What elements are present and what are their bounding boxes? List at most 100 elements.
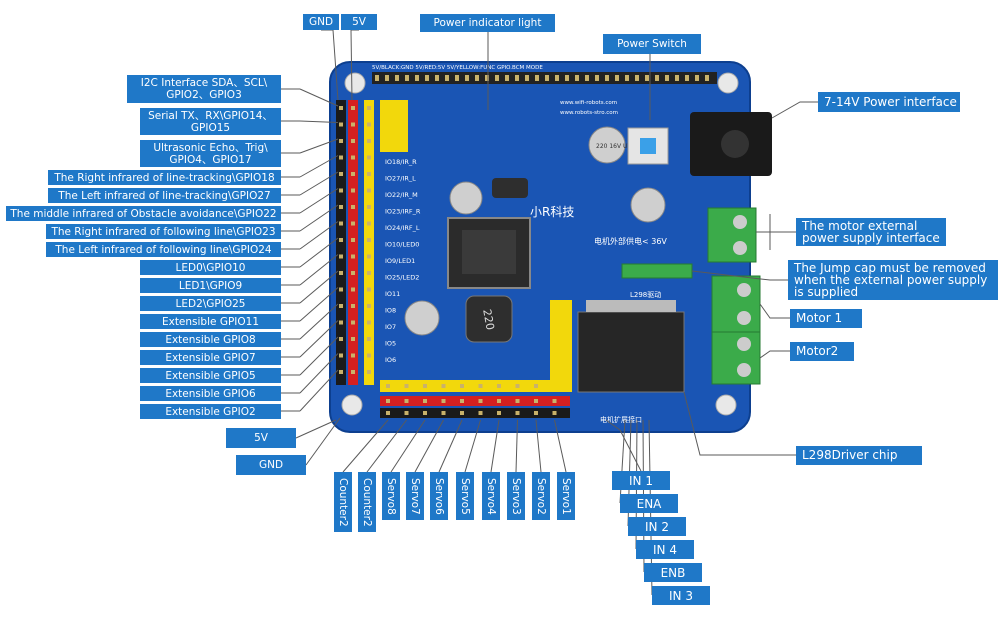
header-pin	[367, 139, 371, 143]
header-pin	[575, 75, 579, 81]
leader-line	[299, 204, 339, 232]
leader-line	[299, 287, 339, 322]
power-switch-label: Power Switch	[603, 34, 701, 54]
bottom-label-servo2: Servo2	[532, 472, 550, 520]
header-pin	[515, 411, 520, 415]
pin-silk-label: IO22/IR_M	[385, 191, 418, 199]
v5-top-label: 5V	[341, 14, 377, 30]
leader-line	[299, 254, 339, 286]
header-pin	[460, 411, 464, 415]
header-pin	[351, 122, 355, 127]
header-pin	[367, 188, 371, 193]
header-pin	[465, 75, 469, 81]
v5-bottom-label: 5V	[226, 428, 296, 448]
header-pin	[395, 75, 399, 81]
pin-silk-label: IO18/IR_R	[385, 158, 417, 166]
left-label-led2: LED2\GPIO25	[140, 296, 281, 311]
capacitor	[588, 126, 626, 164]
leader-line	[299, 353, 339, 394]
header-pin	[351, 238, 355, 242]
header-pin	[605, 75, 609, 81]
bottom-label-servo6: Servo6	[430, 472, 448, 520]
header-pin	[351, 271, 355, 275]
header-pin	[339, 139, 343, 143]
header-pin	[460, 384, 464, 388]
leader-line	[390, 419, 426, 473]
pin-silk-label: IO5	[385, 340, 396, 348]
header-pin	[367, 337, 371, 341]
leader-line	[299, 221, 339, 250]
header-pin	[515, 399, 520, 403]
header-pin	[635, 75, 639, 81]
header-pin	[367, 221, 371, 226]
left-label-i2c: I2C Interface SDA、SCL\ GPIO2、GPIO3	[127, 75, 281, 103]
header-pin	[415, 75, 419, 81]
header-pin	[351, 304, 355, 308]
left-label-led1: LED1\GPIO9	[140, 278, 281, 293]
leader-line	[691, 270, 788, 281]
header-pin	[441, 399, 446, 403]
header-pin	[351, 155, 355, 160]
header-pin	[339, 172, 343, 176]
pin-silk-label: IO23/IRF_R	[385, 208, 421, 216]
header-pin	[497, 399, 501, 403]
header-pin	[515, 75, 519, 81]
pin-silk-label: IO10/LED0	[385, 241, 419, 249]
motor-expand-header	[550, 300, 572, 392]
bottom-header-red	[380, 396, 570, 406]
leader-line	[414, 419, 444, 473]
header-pin	[386, 399, 390, 403]
leader-line	[295, 419, 337, 439]
header-pin	[404, 399, 409, 403]
left-label-ir-left-follow: The Left infrared of following line\GPIO…	[46, 242, 281, 257]
header-pin	[534, 384, 538, 388]
header-pin	[655, 75, 659, 81]
bottom-label-servo5: Servo5	[456, 472, 474, 520]
header-pin	[339, 205, 343, 209]
header-pin	[478, 399, 483, 403]
pin-silk-label: IO8	[385, 307, 396, 315]
header-pin	[351, 139, 355, 143]
header-pin	[339, 287, 343, 292]
header-pin	[423, 384, 427, 388]
header-pin	[339, 304, 343, 308]
header-pin	[339, 106, 343, 110]
header-pin	[351, 337, 355, 341]
leader-line	[438, 419, 463, 473]
right-label-motor1: Motor 1	[790, 309, 862, 328]
header-pin	[615, 75, 619, 81]
header-pin	[565, 75, 569, 81]
right-label-motor-ext: The motor external power supply interfac…	[796, 218, 946, 246]
left-header-black	[336, 100, 346, 385]
leader-line	[305, 417, 341, 466]
header-pin	[445, 75, 449, 81]
header-pin	[441, 411, 446, 415]
header-pin	[534, 411, 538, 415]
header-pin	[485, 75, 489, 81]
header-pin	[552, 399, 557, 403]
bottom-label-counter2-a: Counter2	[334, 472, 352, 532]
leader-line	[771, 101, 818, 119]
bottom-label-servo4: Servo4	[482, 472, 500, 520]
left-label-led0: LED0\GPIO10	[140, 260, 281, 275]
leader-line	[605, 419, 642, 472]
pin-silk-label: IO24/IRF_L	[385, 224, 420, 232]
header-pin	[423, 399, 427, 403]
url-silk-1: www.wifi-robots.com	[560, 100, 617, 106]
left-label-gpio6: Extensible GPIO6	[140, 386, 281, 401]
l298-chip	[577, 311, 685, 393]
leader-line	[535, 419, 542, 473]
pin-silk-label: IO27/IR_L	[385, 175, 416, 183]
top-silkscreen: 5V/BLACK:GND 5V/RED:5V 5V/YELLOW:FUNC GP…	[372, 65, 543, 71]
bottom-label-servo1: Servo1	[557, 472, 575, 520]
leader-line	[554, 419, 567, 473]
left-label-ir-left-track: The Left infrared of line-tracking\GPIO2…	[48, 188, 281, 203]
in-label-ena: ENA	[620, 494, 678, 513]
left-label-serial: Serial TX、RX\GPIO14、 GPIO15	[140, 108, 281, 135]
left-header-yellow	[364, 100, 374, 385]
capacitor	[404, 300, 440, 336]
leader-line	[299, 320, 339, 358]
header-pin	[675, 75, 679, 81]
